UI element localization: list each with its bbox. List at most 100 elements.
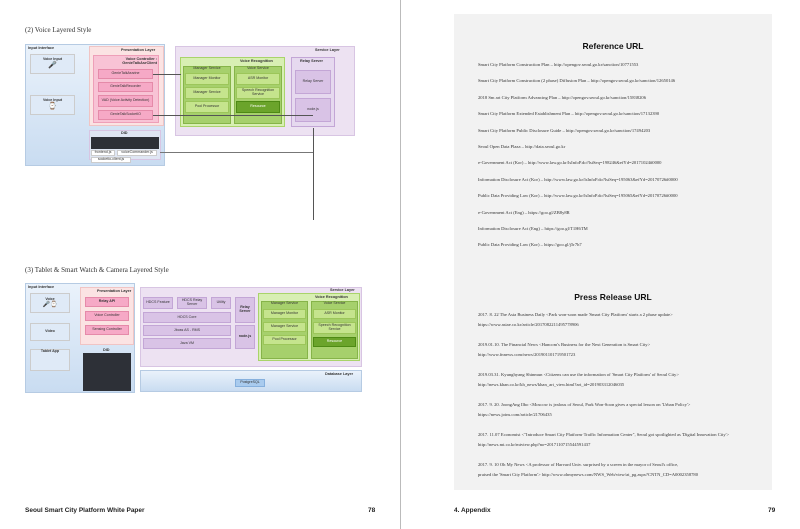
- controller-item: VAD (Voice Activity Detection): [98, 95, 153, 107]
- left-page: (2) Voice Layered Style Input Interface …: [25, 26, 376, 514]
- video-input: Video: [30, 323, 70, 341]
- voice-input: Voice🎤⌚: [30, 293, 70, 313]
- press-item-headline: 2017. 11.07 Economist <"Introduce Smart …: [478, 432, 730, 437]
- reference-item: Smart City Platform Extended Establishme…: [478, 111, 660, 117]
- press-item-headline: 2017. 9. 10 Oh My News <A professor of H…: [478, 462, 679, 467]
- reference-item: Seoul Open Data Plaza – http://data.seou…: [478, 144, 566, 149]
- hdcs-item: Utility: [211, 297, 231, 309]
- relay-item: Relay Server: [295, 70, 331, 94]
- did-label: DID: [103, 348, 110, 352]
- manager-item: Manager Service: [185, 87, 229, 99]
- voice-input-label: Voice Input: [42, 57, 63, 62]
- controller-item: GenieTalkSocketIO: [98, 110, 153, 120]
- voice-service-label: Voice Service: [247, 66, 269, 71]
- reference-item: Public Data Providing Law (Kor) – http:/…: [478, 193, 678, 199]
- node-js: node.js: [235, 325, 255, 349]
- appendix-panel: Reference URL Smart City Platform Constr…: [454, 14, 772, 490]
- voice-item: ASR Monitor: [236, 73, 280, 85]
- presentation-item: Voice Controller: [85, 311, 129, 321]
- press-item-url: praised the 'Smart City Platform'> http:…: [478, 472, 699, 477]
- input-label: Voice: [45, 296, 55, 301]
- tablet-watch-camera-diagram: Input Interface Voice🎤⌚ Video Tablet App…: [25, 283, 365, 398]
- voice-recognition-label: Voice Recognition: [240, 59, 273, 63]
- section-title: (2) Voice Layered Style: [25, 26, 92, 34]
- stack-item: Jboss AS - RMS: [143, 325, 231, 336]
- stack-item: HDCS Core: [143, 312, 231, 323]
- hdcs-item: HDCS Feature: [143, 297, 173, 309]
- voice-controller-label: Voice Controller : GenieTalkAsrClient: [122, 57, 157, 65]
- did-screen-image: [83, 353, 131, 391]
- voice-item: Speech Recognition Service: [236, 87, 280, 99]
- microphone-icon: 🎤: [48, 62, 57, 70]
- voice-input-label: Voice Input: [42, 98, 63, 103]
- reference-item: 2018 Sm art City Platform Advancing Plan…: [478, 94, 646, 100]
- service-layer-label: Service Layer: [315, 48, 340, 52]
- did-item: socketio-client.js: [91, 157, 131, 163]
- tablet-app-input: Tablet App: [30, 349, 70, 371]
- hdcs-item: HDCS Relay Server: [177, 297, 207, 309]
- reference-item: e-Government Act (Eng) – https://goo.gl/…: [478, 209, 570, 215]
- voice-input-mic: Voice Input🎤: [30, 54, 75, 74]
- reference-item: Smart City Platform Construction Plan – …: [478, 62, 639, 67]
- did-screen-image: [91, 137, 159, 149]
- voice-item: ASR Monitor: [313, 309, 356, 319]
- input-interface-label: Input Interface: [28, 285, 55, 289]
- press-release-url-title: Press Release URL: [574, 292, 652, 302]
- connector-arrow: [313, 128, 314, 220]
- manager-service-label: Manager Service: [270, 301, 299, 306]
- footer-title: 4. Appendix: [454, 507, 491, 514]
- reference-item: Information Disclosure Act (Kor) – http:…: [478, 176, 678, 182]
- manager-item: Manager Monitor: [185, 73, 229, 85]
- service-layer-label: Service Layer: [330, 288, 355, 292]
- postgresql-box: PostgreSQL: [235, 379, 265, 387]
- stack-item: Java VM: [143, 338, 231, 349]
- manager-item: Manager Monitor: [263, 309, 306, 319]
- reference-item: Smart City Platform Construction (2 phas…: [478, 78, 676, 84]
- manager-service-label: Manager Service: [193, 66, 221, 71]
- did-item: voiceCommander.js: [117, 150, 157, 156]
- reference-item: Information Disclosure Act (Eng) – https…: [478, 226, 588, 231]
- press-item-url: http://news.khan.co.kr/kh_news/khan_art_…: [478, 382, 625, 387]
- voice-item: Resource: [313, 337, 356, 347]
- voice-item: Resource: [236, 101, 280, 113]
- connector-arrow: [153, 115, 313, 116]
- connector-arrow: [153, 74, 181, 75]
- controller-item: GenieTalkRecorder: [98, 82, 153, 92]
- section-title: (3) Tablet & Smart Watch & Camera Layere…: [25, 266, 169, 274]
- press-item-headline: 2017. 9. 20. JoongAng Ilbo <Moscow is je…: [478, 402, 691, 407]
- page-number: 79: [768, 507, 776, 514]
- smartwatch-icon: ⌚: [48, 103, 57, 111]
- press-item-headline: 2019.03.31. Kyunghyang Shinmun <Citizens…: [478, 372, 679, 377]
- controller-item: GenieTalkAsrzine: [98, 69, 153, 79]
- page-number: 78: [368, 507, 376, 514]
- voice-recognition-label: Voice Recognition: [315, 295, 348, 299]
- presentation-layer-label: Presentation Layer: [97, 289, 132, 293]
- relay-server: Relay Server: [235, 297, 255, 323]
- manager-item: Manager Service: [263, 322, 306, 332]
- reference-item: Smart City Platform Public Disclosure Gu…: [478, 127, 651, 133]
- reference-item: Public Data Providing Law (Kor) – https:…: [478, 242, 582, 248]
- database-layer-label: Database Layer: [325, 372, 354, 376]
- presentation-layer-label: Presentation Layer: [121, 48, 156, 52]
- press-item-url: http://www.fnnews.com/news/2019011017195…: [478, 352, 576, 357]
- press-item-headline: 2017. 8. 22 The Asia Business Daily <Par…: [478, 312, 673, 317]
- voice-layered-diagram: Input Interface Voice Input🎤 Voice Input…: [25, 40, 355, 220]
- presentation-item: Sensing Controller: [85, 325, 129, 335]
- press-item-headline: 2019.01.10. The Financial News <Hancom's…: [478, 342, 651, 347]
- voice-item: Speech Recognition Service: [313, 322, 356, 334]
- microphone-watch-icon: 🎤⌚: [42, 301, 58, 308]
- input-interface-label: Input Interface: [28, 46, 55, 50]
- reference-url-title: Reference URL: [582, 41, 644, 51]
- did-label: DID: [121, 131, 128, 135]
- voice-input-watch: Voice Input⌚: [30, 95, 75, 115]
- right-page: Reference URL Smart City Platform Constr…: [400, 0, 800, 529]
- manager-item: Pool Processor: [185, 101, 229, 113]
- connector-arrow: [160, 152, 313, 153]
- did-item: frontend.js: [91, 150, 115, 156]
- presentation-item: Relay API: [85, 297, 129, 307]
- manager-item: Pool Processor: [263, 335, 306, 345]
- relay-server-label: Relay Server: [300, 59, 324, 63]
- voice-service-label: Voice Service: [323, 301, 346, 306]
- press-item-url: https://news.joins.com/article/21706435: [478, 412, 552, 417]
- footer-title: Seoul Smart City Platform White Paper: [25, 507, 145, 514]
